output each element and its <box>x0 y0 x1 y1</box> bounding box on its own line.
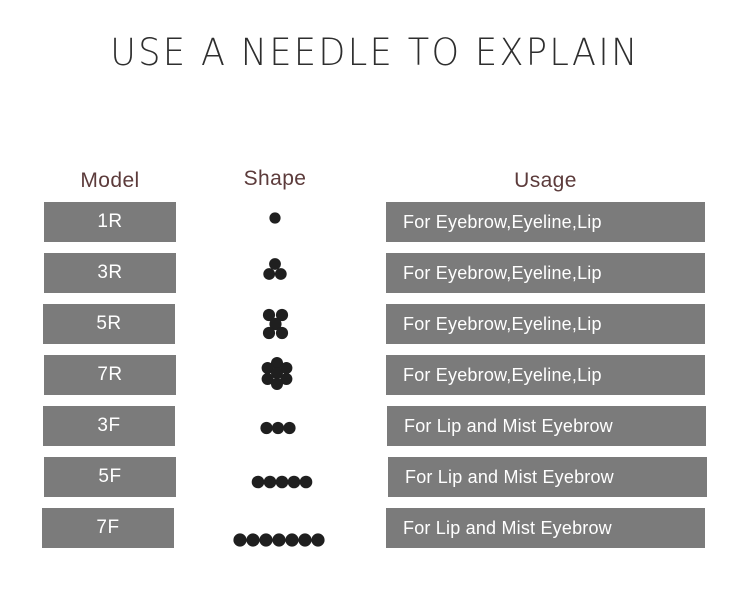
table-row: 3F For Lip and Mist Eyebrow <box>0 406 750 457</box>
model-badge: 5F <box>44 457 176 497</box>
single-dot-icon <box>269 212 281 224</box>
model-badge: 7F <box>42 508 174 548</box>
shape-cell <box>206 202 346 250</box>
column-header-model: Model <box>80 169 140 192</box>
shape-cell <box>206 253 346 301</box>
column-header-shape: Shape <box>243 167 307 190</box>
quincunx-5-dots-icon <box>262 308 289 340</box>
model-badge: 5R <box>43 304 175 344</box>
model-badge: 1R <box>44 202 176 242</box>
table-row: 5F For Lip and Mist Eyebrow <box>0 457 750 508</box>
usage-badge: For Eyebrow,Eyeline,Lip <box>386 253 705 293</box>
model-badge: 3F <box>43 406 175 446</box>
needle-specification-table: Model Shape Usage 1R For Eyebrow,Eyeline… <box>0 150 750 559</box>
page-title: USE A NEEDLE TO EXPLAIN <box>110 32 640 75</box>
table-header-row: Model Shape Usage <box>0 150 750 202</box>
flat-row-3-dots-icon <box>260 421 296 435</box>
flat-row-7-dots-icon <box>233 533 325 547</box>
model-badge: 3R <box>44 253 176 293</box>
shape-cell <box>206 355 346 403</box>
hexagon-7-dots-icon <box>261 357 293 390</box>
table-row: 3R For Eyebrow,Eyeline,Lip <box>0 253 750 304</box>
shape-cell <box>206 457 346 505</box>
flat-row-5-dots-icon <box>251 475 313 489</box>
usage-badge: For Lip and Mist Eyebrow <box>388 457 707 497</box>
table-row: 5R For Eyebrow,Eyeline,Lip <box>0 304 750 355</box>
shape-cell <box>206 508 346 556</box>
usage-badge: For Lip and Mist Eyebrow <box>386 508 705 548</box>
triangle-3-dots-icon <box>263 258 287 280</box>
shape-cell <box>206 304 346 352</box>
column-header-usage: Usage <box>514 169 577 192</box>
usage-badge: For Eyebrow,Eyeline,Lip <box>386 304 705 344</box>
usage-badge: For Lip and Mist Eyebrow <box>387 406 706 446</box>
usage-badge: For Eyebrow,Eyeline,Lip <box>386 202 705 242</box>
table-row: 7F For Lip and Mist Eyebrow <box>0 508 750 559</box>
table-row: 7R For Eyebrow,Eyeline,Lip <box>0 355 750 406</box>
shape-cell <box>206 406 346 454</box>
model-badge: 7R <box>44 355 176 395</box>
usage-badge: For Eyebrow,Eyeline,Lip <box>386 355 705 395</box>
table-row: 1R For Eyebrow,Eyeline,Lip <box>0 202 750 253</box>
